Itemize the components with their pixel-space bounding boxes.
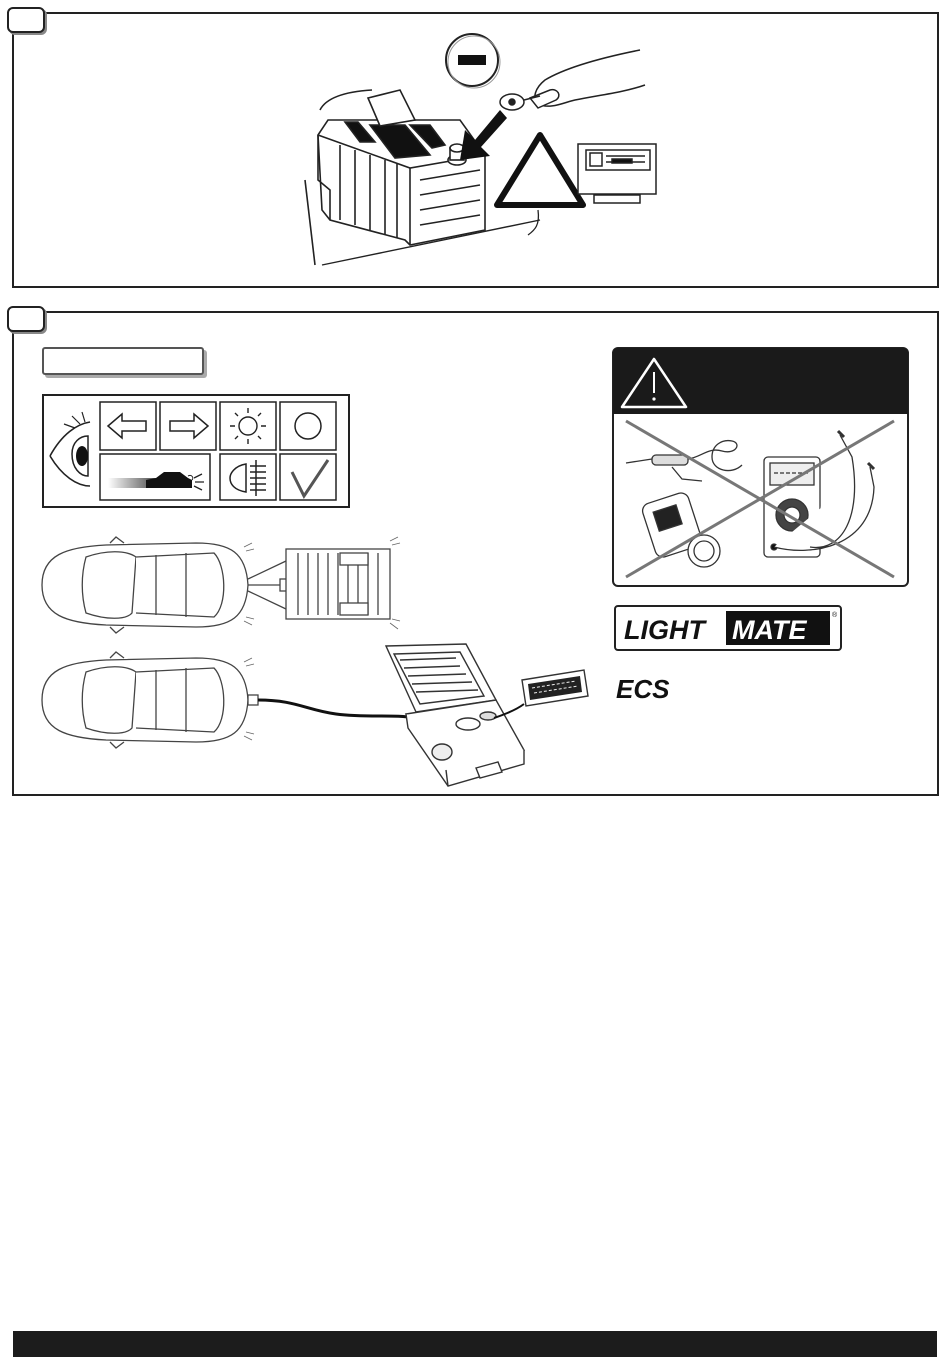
battery-disconnect-illustration — [300, 30, 670, 275]
logo-light-text: LIGHT — [624, 615, 707, 645]
trailer-icon — [248, 549, 390, 619]
car-with-trailer-illustration — [36, 535, 416, 635]
step-1-tab — [7, 7, 45, 33]
light-check-grid — [42, 394, 350, 508]
car-top-view-icon — [42, 537, 248, 633]
ecs-logo: ECS — [614, 674, 684, 702]
tester-warning-box — [612, 347, 909, 587]
radio-icon — [578, 144, 656, 203]
logo-mate-text: MATE — [732, 615, 807, 645]
car-top-view-icon-2 — [42, 652, 258, 748]
step-2-tab — [7, 306, 45, 332]
lightmate-logo: LIGHT MATE ® — [614, 605, 842, 651]
registered-mark: ® — [832, 611, 838, 619]
arrow-icon — [460, 110, 507, 160]
ecs-logo-text: ECS — [616, 674, 670, 702]
blank-label-box — [42, 347, 204, 375]
minus-terminal-icon — [446, 34, 500, 88]
hand-icon — [500, 50, 645, 110]
test-module-icon — [522, 670, 588, 706]
footer-bar — [13, 1331, 937, 1357]
car-with-tester-illustration — [36, 640, 596, 790]
